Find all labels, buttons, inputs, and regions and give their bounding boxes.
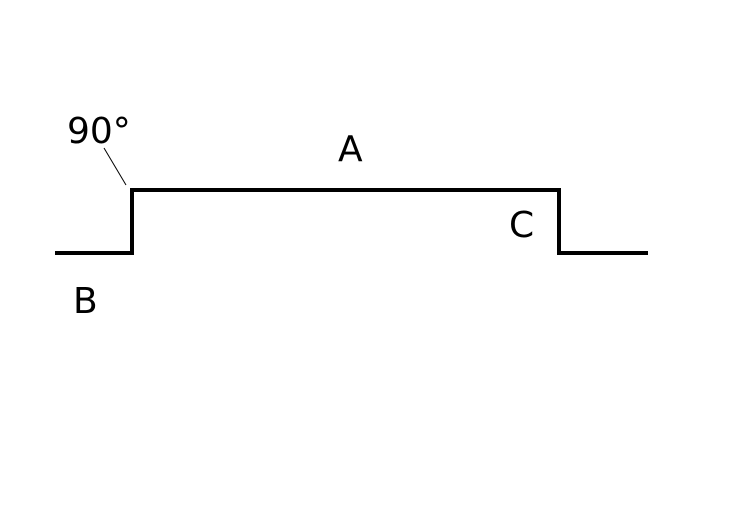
segment-label-c: C [509,205,534,246]
angle-leader-line [103,147,127,186]
angle-label: 90° [67,111,131,152]
segment-label-a: A [338,129,363,170]
segment-label-b: B [73,281,98,322]
profile-line [55,188,648,255]
